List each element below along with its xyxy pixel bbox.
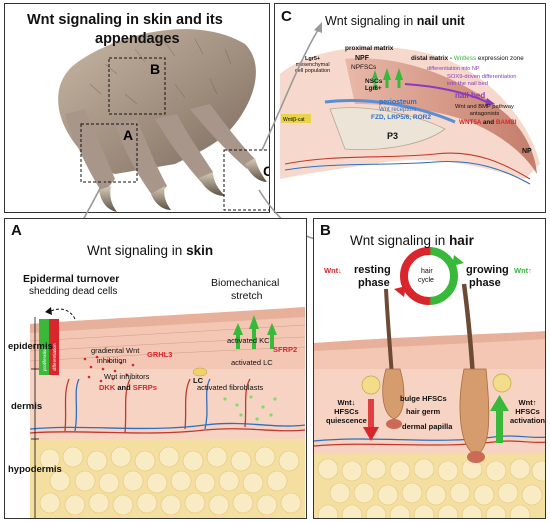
periosteum-band [324,98,456,124]
dkk-sfrps-label: DKK and SFRPs [99,383,157,392]
npf-label: NPF [355,55,369,62]
skin-title: Wnt signaling in skin [87,243,214,258]
resting-phase-label: phase [358,277,390,289]
paw-fur [58,29,256,175]
lc-cell [192,367,208,377]
dermis-label: dermis [11,401,43,412]
turnover-label: Epidermal turnover [23,273,120,285]
shedding-label: shedding dead cells [29,286,118,297]
hair-germ-label: hair germ [406,407,441,416]
hair-panel: B Wnt signaling in hair Wnt↓ resting pha… [313,218,546,519]
paw-title-line2: appendages [95,31,180,47]
box-label-c: C [263,163,270,179]
npfscs-label: NPFSCs [351,64,377,71]
hair-cycle-ring [400,247,458,305]
diff-np-label: differentiation into NP [427,66,480,72]
paw-panel: B A C Wnt signaling in skin and its appe… [4,3,270,213]
activated-fib-label: activated fibroblasts [197,383,264,392]
claw-2 [151,186,171,210]
yellow-marker-label: Wnt/β-cat [283,117,305,123]
skin-panel: proliferation differentiation [4,218,307,519]
wnt5a-bambi-label: WNT5A and BAMBI [459,119,517,126]
hypodermis-label: hypodermis [8,464,62,475]
wnt-receptors-label: Wnt receptors [379,107,417,113]
hair-illustration [314,247,545,518]
p3-label: P3 [387,131,399,141]
region-box-b [108,57,166,115]
wnt-up-label: Wnt↑ [514,266,532,275]
box-label-a: A [123,127,133,143]
bone-p3 [329,107,446,150]
nail-letter: C [281,8,292,25]
grhl3-label: GRHL3 [147,350,173,359]
np-label: NP [522,148,532,155]
skin-illustration: proliferation differentiation [29,307,306,518]
epidermis-label: epidermis [8,341,53,352]
stretch-label: stretch [231,290,263,302]
fzd-label: FZD, LRP5/6, ROR2 [371,114,431,121]
nail-title: Wnt signaling in nail unit [325,14,465,28]
activated-lc-label: activated LC [231,358,273,367]
differentiation-bar [49,319,59,375]
claw-1 [99,186,117,212]
growing-phase-label: phase [469,277,501,289]
proliferation-label: proliferation [42,347,47,371]
hair-letter: B [320,222,331,239]
wnt-inhibitors-label: Wnt inhibitors [104,372,150,381]
region-box-c [223,149,269,211]
inhibition-label: inhibition [97,356,127,365]
box-label-b: B [150,61,160,77]
proliferation-bar [39,319,49,375]
periosteum-label: periosteum [379,99,417,106]
nail-plate [345,58,537,175]
paw-title-line1: Wnt signaling in skin and its [27,12,223,28]
skin-letter: A [11,222,22,239]
differentiation-label: differentiation [52,343,57,371]
nail-panel: Wnt/β-cat C Wnt signaling in nail unit L… [274,3,546,213]
sfrp2-label: SFRP2 [273,345,298,354]
nail-illustration: Wnt/β-cat [280,47,540,185]
paw-illustration: B A C [58,29,270,212]
hair-title: Wnt signaling in hair [350,233,474,248]
distal-matrix-label: distal matrix - Wntless expression zone [411,55,524,62]
biomech-label: Biomechanical [211,277,280,289]
growing-label: growing [466,264,509,276]
claw-3 [199,172,225,196]
lc-label: LC [193,376,203,385]
dermal-papilla-label: dermal papilla [402,422,453,431]
activated-kc-label: activated KC [227,336,270,345]
proximal-matrix-label: proximal matrix [345,45,394,52]
region-box-a [80,123,138,183]
hair-cycle-cycle: cycle [418,277,434,284]
hair-cycle-hair: hair [421,268,433,275]
claw-4 [245,158,267,182]
lgr6-label: Lgr6+ [365,86,382,92]
resting-label: resting [354,264,391,276]
nail-bed-label: nail bed [455,91,486,100]
green-up-arrow [490,395,509,411]
wnt-down-label: Wnt↓ [324,266,342,275]
gradiental-label: gradiental Wnt [91,346,140,355]
follicle-resting [382,368,405,420]
bulge-label: bulge HFSCs [400,394,447,403]
red-down-arrow [363,427,379,441]
nscs-label: NSCs [365,78,383,85]
